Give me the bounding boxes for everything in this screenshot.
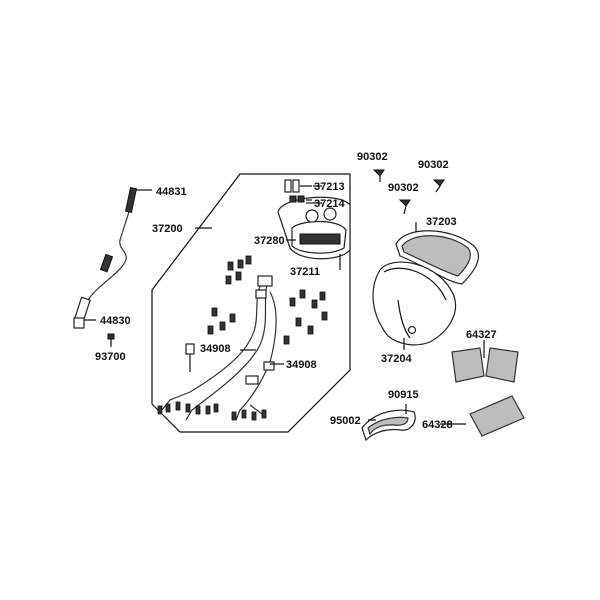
leader-lines bbox=[195, 185, 466, 425]
label-93700: 93700 bbox=[95, 351, 126, 363]
label-64327: 64327 bbox=[466, 329, 497, 341]
label-90302-right: 90302 bbox=[418, 159, 449, 171]
screw-90302-c bbox=[398, 199, 411, 215]
reflector-pair bbox=[451, 340, 519, 383]
label-37213: 37213 bbox=[314, 181, 345, 193]
label-37214: 37214 bbox=[314, 198, 345, 210]
screw-90302-b bbox=[432, 179, 445, 193]
label-90915: 90915 bbox=[388, 389, 419, 401]
wiring-harness bbox=[161, 275, 277, 421]
speedometer-cable bbox=[74, 187, 152, 322]
bulb-sockets bbox=[284, 179, 312, 203]
label-44831: 44831 bbox=[156, 186, 187, 198]
label-37204: 37204 bbox=[381, 353, 412, 365]
label-37203: 37203 bbox=[426, 216, 457, 228]
bracket bbox=[361, 404, 416, 442]
connector-pins bbox=[207, 255, 328, 345]
screw-90302-a bbox=[372, 169, 385, 182]
harness-terminals bbox=[157, 401, 267, 421]
reflector-single bbox=[469, 395, 525, 437]
cable-end-fitting bbox=[73, 317, 96, 329]
label-90302-top: 90302 bbox=[357, 151, 388, 163]
label-90302-middle: 90302 bbox=[388, 182, 419, 194]
meter-case bbox=[372, 261, 457, 350]
label-37211: 37211 bbox=[290, 266, 320, 278]
label-95002: 95002 bbox=[330, 415, 361, 427]
label-34908-left: 34908 bbox=[200, 343, 231, 355]
label-34908-right: 34908 bbox=[286, 359, 317, 371]
meter-cluster bbox=[277, 196, 351, 260]
screw-93700 bbox=[107, 333, 115, 347]
label-37280: 37280 bbox=[254, 235, 285, 247]
label-44830: 44830 bbox=[100, 315, 131, 327]
meter-lens bbox=[395, 230, 479, 285]
label-37200: 37200 bbox=[152, 223, 183, 235]
label-64328: 64328 bbox=[422, 419, 453, 431]
